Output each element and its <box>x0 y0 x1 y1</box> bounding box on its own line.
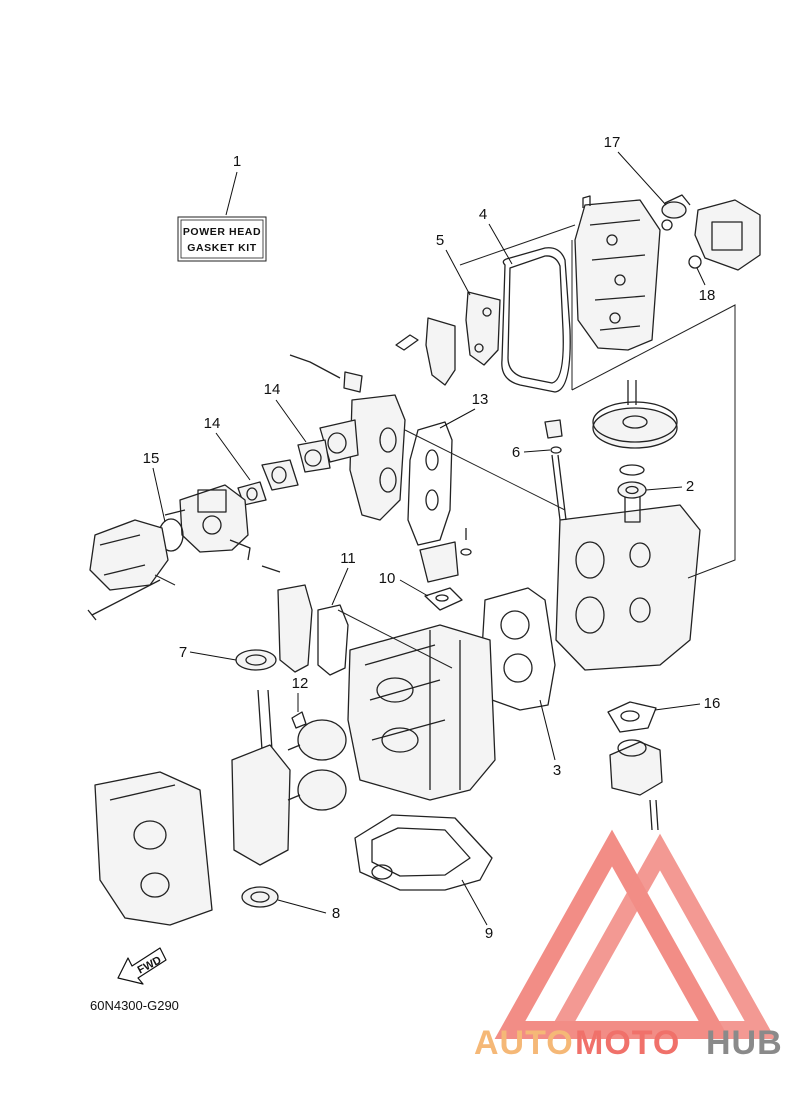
svg-text:13: 13 <box>472 391 489 408</box>
intake-silencer <box>87 519 169 621</box>
callout-4: 4 <box>479 206 513 265</box>
callout-1: 1 <box>225 153 241 216</box>
gasket-kit-label: POWER HEAD GASKET KIT <box>177 216 267 262</box>
side-cover-gasket <box>317 604 349 676</box>
svg-text:12: 12 <box>292 675 309 692</box>
callout-14a: 14 <box>264 381 307 443</box>
callout-10: 10 <box>379 570 429 597</box>
svg-text:17: 17 <box>604 134 621 151</box>
forward-arrow: FWD <box>117 947 167 985</box>
svg-text:18: 18 <box>699 287 716 304</box>
watermark-logo <box>494 829 776 1039</box>
callout-3: 3 <box>539 699 561 779</box>
assembly-lines <box>154 224 736 669</box>
fitting <box>419 528 472 583</box>
diagram-code: 60N4300-G290 <box>90 998 179 1013</box>
cover-gasket <box>424 587 463 611</box>
kit-label-line1: POWER HEAD <box>183 226 261 238</box>
callout-7: 7 <box>179 644 237 661</box>
svg-text:14: 14 <box>264 381 281 398</box>
intake-manifold <box>237 354 406 521</box>
pump-gasket <box>607 701 657 733</box>
lower-crank-seal <box>241 886 279 908</box>
callout-14b: 14 <box>204 415 251 481</box>
callout-5: 5 <box>436 232 471 296</box>
callout-8: 8 <box>277 899 340 922</box>
svg-text:16: 16 <box>704 695 721 712</box>
drain-plug <box>544 419 567 521</box>
watermark-hub: HUB <box>706 1024 783 1062</box>
carburetor <box>158 484 251 561</box>
cylinder-head <box>555 494 701 671</box>
anode-plate <box>395 291 501 386</box>
svg-text:15: 15 <box>143 450 160 467</box>
exhaust-cover-gasket <box>501 247 571 393</box>
pin-ring <box>291 711 307 729</box>
callout-6: 6 <box>512 444 551 461</box>
callout-11: 11 <box>331 550 356 606</box>
watermark-text: AUTO MOTO HUB <box>474 1024 783 1062</box>
side-cover <box>261 565 313 673</box>
svg-text:8: 8 <box>332 905 340 922</box>
svg-text:14: 14 <box>204 415 221 432</box>
oil-pump <box>609 739 663 831</box>
svg-text:5: 5 <box>436 232 444 249</box>
kit-label-line2: GASKET KIT <box>187 242 257 254</box>
cylinder-block <box>347 624 496 801</box>
svg-text:6: 6 <box>512 444 520 461</box>
svg-text:9: 9 <box>485 925 493 942</box>
upper-crank-seal <box>235 649 277 671</box>
watermark-moto: MOTO <box>575 1024 680 1062</box>
callout-2: 2 <box>645 478 694 495</box>
callout-18: 18 <box>696 267 716 304</box>
timing-pulley <box>592 380 678 476</box>
svg-text:3: 3 <box>553 762 561 779</box>
crankcase <box>94 771 213 926</box>
callout-9: 9 <box>461 879 493 942</box>
fwd-label: FWD <box>136 954 164 976</box>
callout-15: 15 <box>143 450 166 523</box>
exhaust-cover <box>574 195 661 351</box>
svg-text:10: 10 <box>379 570 396 587</box>
cam-oil-seal <box>617 481 647 499</box>
callout-12: 12 <box>292 675 309 712</box>
thermostat-housing <box>661 194 761 271</box>
svg-text:11: 11 <box>340 550 356 567</box>
svg-text:4: 4 <box>479 206 487 223</box>
base-gasket <box>354 814 493 891</box>
crankshaft-assembly <box>231 689 347 866</box>
watermark-auto: AUTO <box>474 1024 574 1062</box>
intake-gasket <box>407 421 453 546</box>
head-gasket <box>481 587 556 711</box>
callout-13: 13 <box>439 391 489 429</box>
callout-17: 17 <box>604 134 667 206</box>
svg-text:1: 1 <box>233 153 241 170</box>
svg-text:7: 7 <box>179 644 187 661</box>
svg-text:2: 2 <box>686 478 694 495</box>
callout-16: 16 <box>654 695 721 712</box>
